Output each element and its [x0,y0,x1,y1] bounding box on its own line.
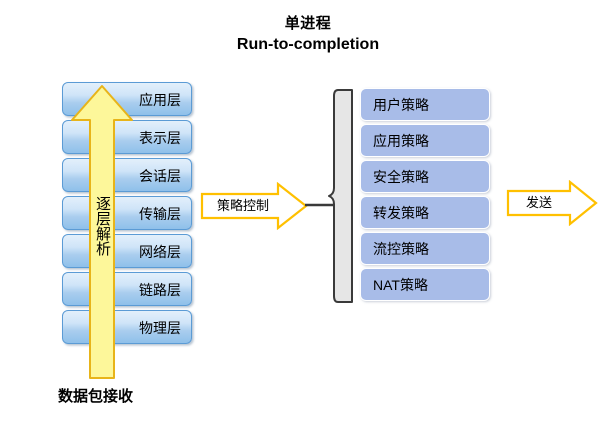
policy-label: 流控策略 [373,241,429,257]
osi-layer-label: 网络层 [139,244,181,260]
osi-layer-label: 传输层 [139,206,181,222]
policy-stack: 用户策略 应用策略 安全策略 转发策略 流控策略 NAT策略 [360,88,490,304]
policy-label: 应用策略 [373,133,429,149]
osi-layer-box-session[interactable]: 会话层 [62,158,192,192]
osi-layer-box-datalink[interactable]: 链路层 [62,272,192,306]
osi-layer-box-network[interactable]: 网络层 [62,234,192,268]
curly-brace-icon [328,89,353,303]
policy-box-nat[interactable]: NAT策略 [360,268,490,301]
policy-control-arrow-label: 策略控制 [216,198,269,213]
policy-label: 用户策略 [373,97,429,113]
title-line-2: Run-to-completion [236,36,380,53]
osi-layer-stack: 应用层 表示层 会话层 传输层 网络层 链路层 物理层 [62,82,192,346]
policy-box-forwarding[interactable]: 转发策略 [360,196,490,229]
upward-arrow-label: 逐层解析 [94,196,111,256]
osi-layer-box-application[interactable]: 应用层 [62,82,192,116]
osi-layer-label: 会话层 [139,168,181,184]
osi-layer-box-presentation[interactable]: 表示层 [62,120,192,154]
osi-layer-label: 链路层 [139,282,181,298]
send-arrow-icon [506,180,598,226]
policy-control-arrow-icon [200,182,308,230]
policy-label: NAT策略 [373,277,428,293]
send-arrow-label: 发送 [525,195,552,210]
osi-layer-label: 表示层 [139,130,181,146]
policy-box-application[interactable]: 应用策略 [360,124,490,157]
policy-box-flow-control[interactable]: 流控策略 [360,232,490,265]
policy-box-security[interactable]: 安全策略 [360,160,490,193]
title-line-1: 单进程 [284,15,332,32]
page-title: 单进程 Run-to-completion [0,14,616,56]
osi-layer-label: 应用层 [139,92,181,108]
bottom-caption: 数据包接收 [58,388,134,405]
osi-layer-box-transport[interactable]: 传输层 [62,196,192,230]
policy-box-user[interactable]: 用户策略 [360,88,490,121]
policy-label: 安全策略 [373,169,429,185]
policy-label: 转发策略 [373,205,429,221]
osi-layer-box-physical[interactable]: 物理层 [62,310,192,344]
osi-layer-label: 物理层 [139,320,181,336]
